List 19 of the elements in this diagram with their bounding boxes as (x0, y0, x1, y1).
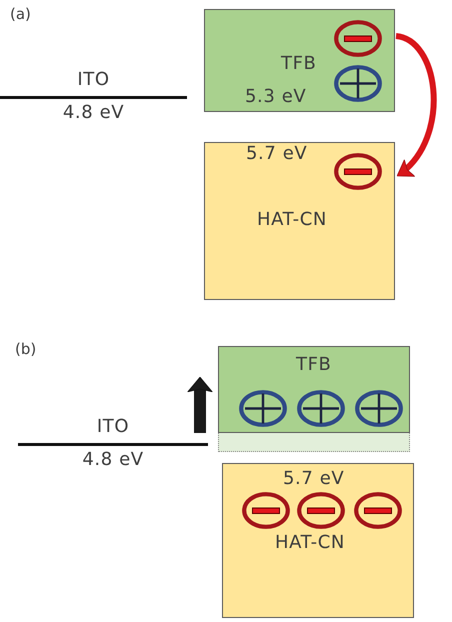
layer-box (204, 9, 395, 112)
level-label: ITO (77, 70, 110, 91)
layer-label: HAT-CN (275, 533, 345, 554)
energy-value: 5.3 eV (245, 87, 306, 108)
energy-value: 4.8 eV (82, 450, 144, 471)
energy-value: 5.7 eV (283, 469, 344, 490)
level-label: ITO (96, 417, 130, 438)
panel-label: (b) (15, 341, 36, 358)
curved-arrow (395, 33, 437, 178)
energy-value: 5.7 eV (246, 144, 308, 165)
layer-label: TFB (296, 355, 332, 376)
panel-label: (a) (10, 6, 31, 24)
layer-box (218, 346, 410, 433)
shaded-band (218, 433, 410, 452)
layer-box (222, 463, 414, 618)
layer-label: TFB (281, 54, 316, 75)
layer-label: HAT-CN (257, 210, 327, 231)
energy-value: 4.8 eV (62, 103, 124, 124)
layer-box (204, 142, 395, 300)
